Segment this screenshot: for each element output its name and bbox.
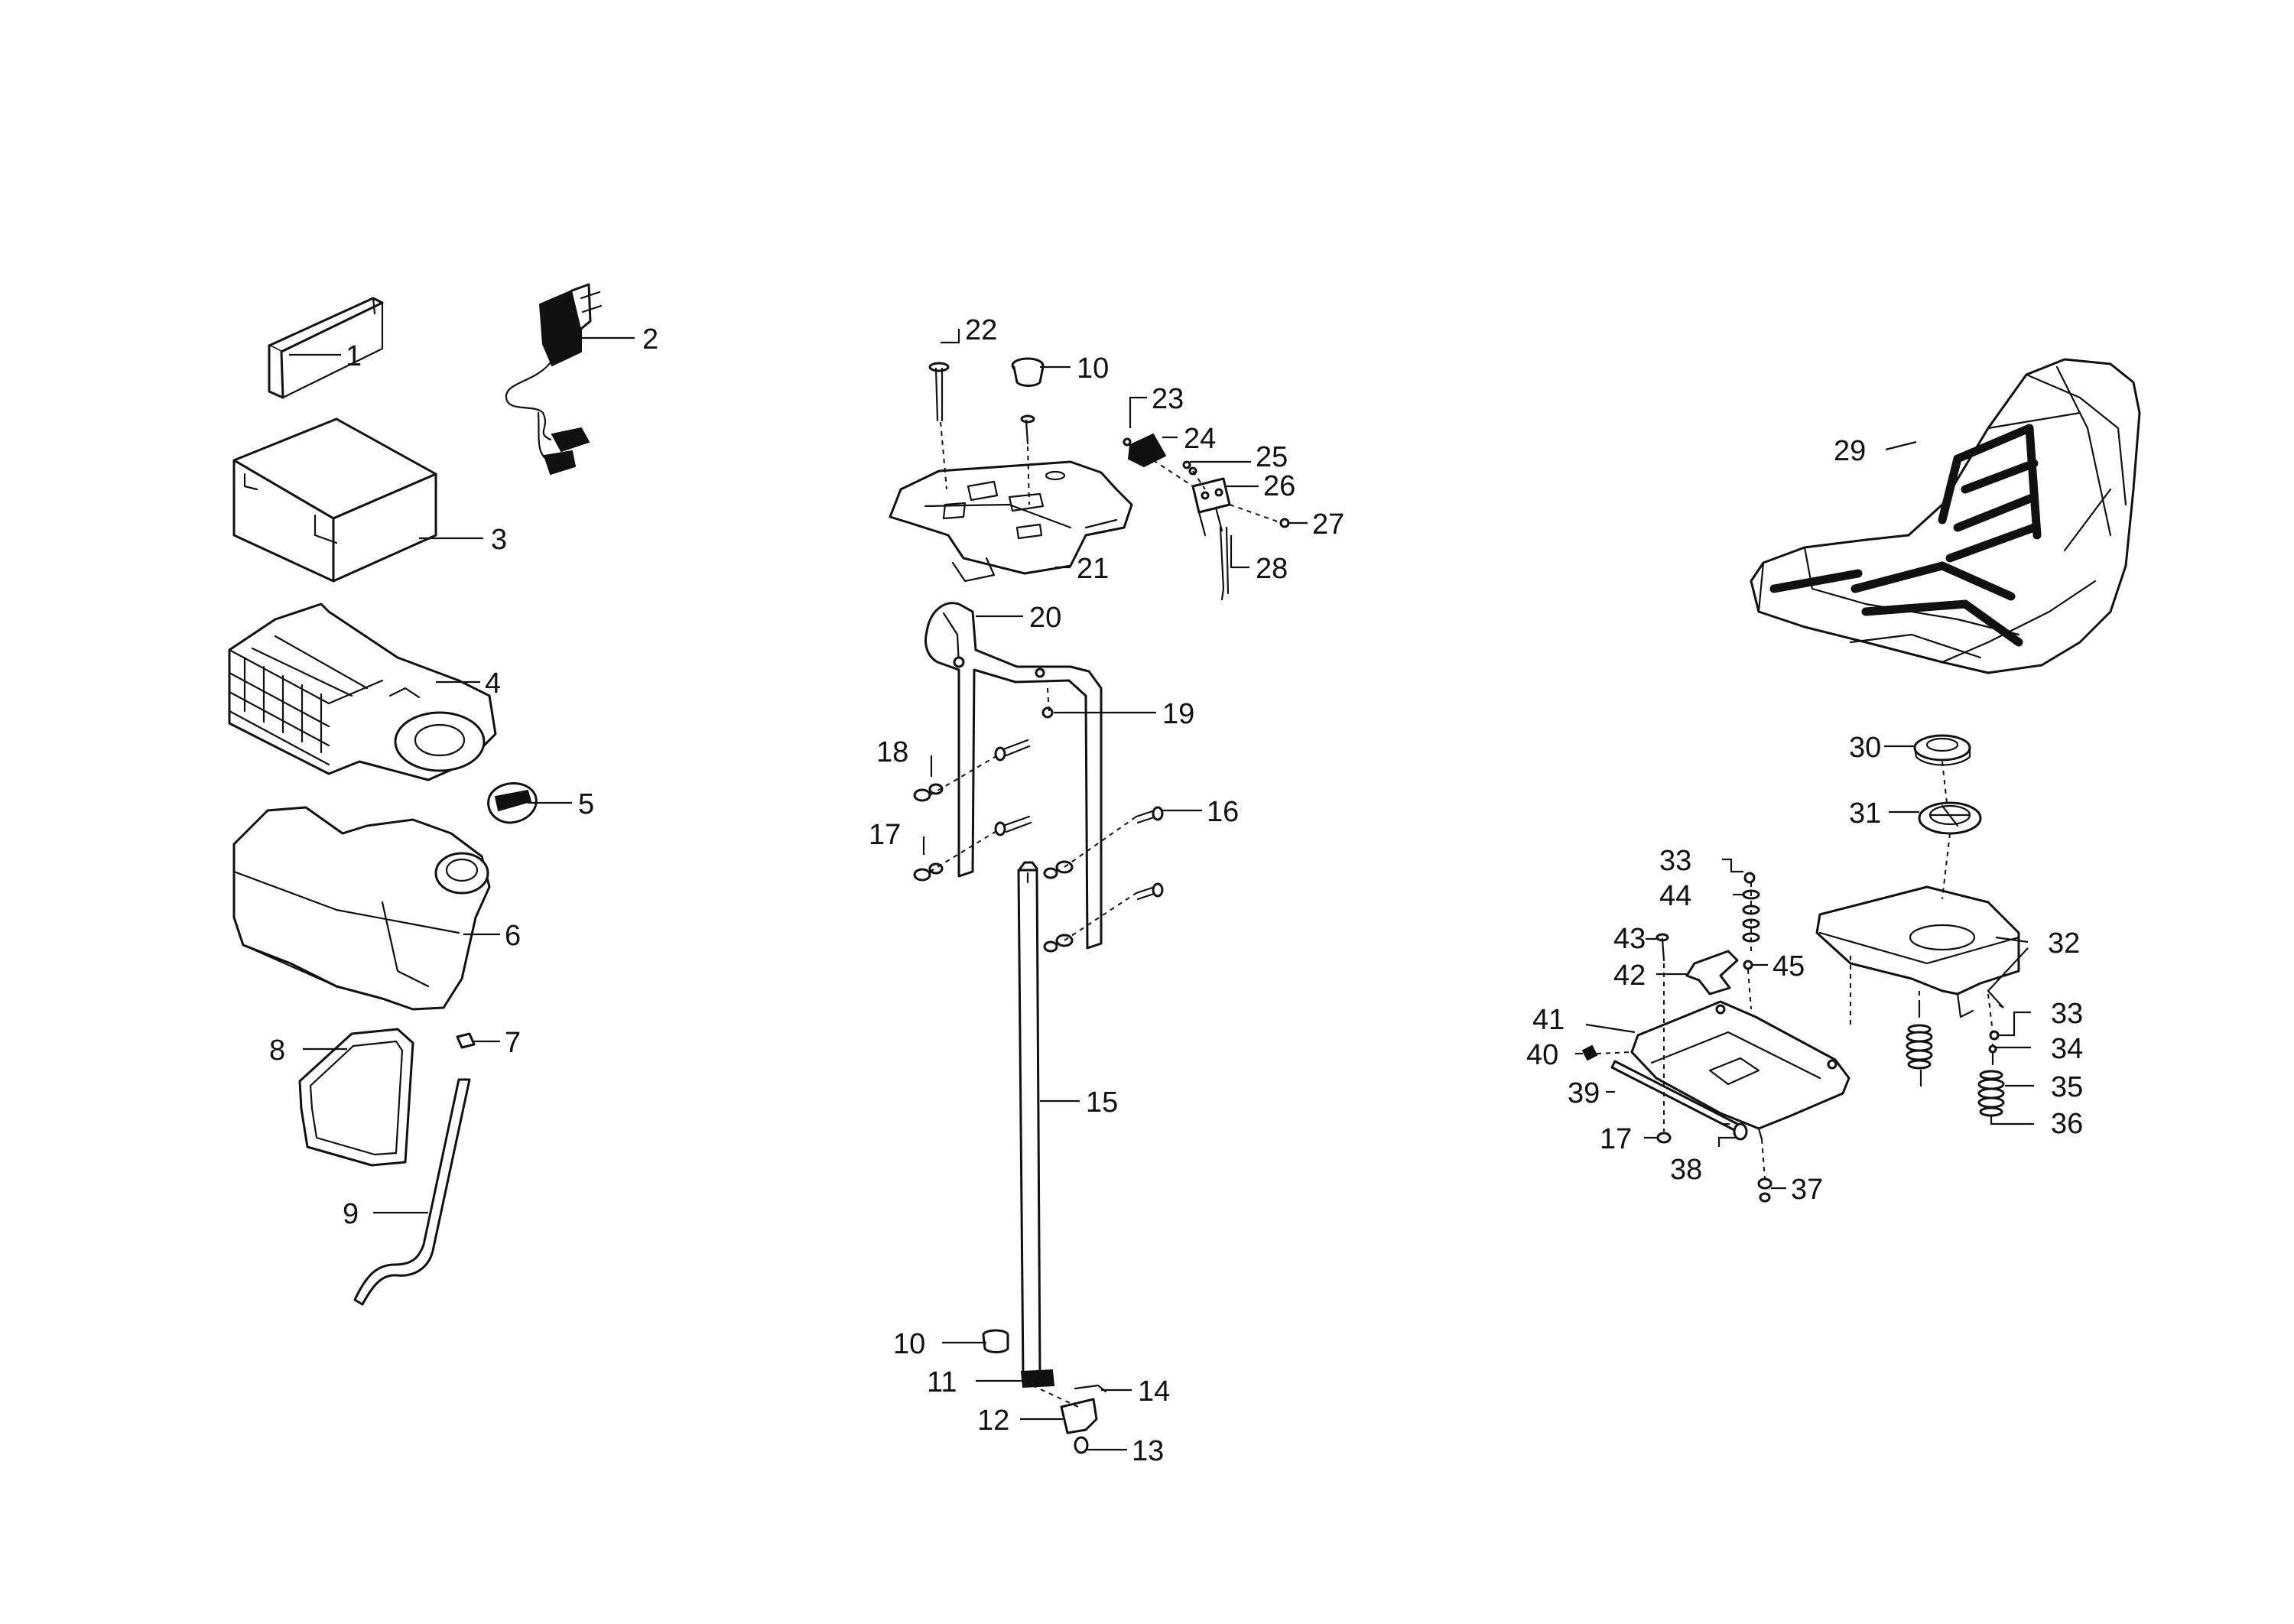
part-21-plate: [889, 460, 1133, 583]
part-9-hose: [353, 1078, 471, 1306]
callout-16: 16: [1207, 796, 1239, 828]
callout-6: 6: [505, 920, 521, 952]
callout-27: 27: [1312, 508, 1344, 541]
assembly-lines-middle: [929, 421, 1282, 1408]
part-35-spring-left: [1906, 1000, 1933, 1087]
callout-26: 26: [1263, 470, 1295, 502]
part-34-bolt: [1988, 1043, 1997, 1066]
callout-9: 9: [343, 1198, 359, 1230]
callout-25: 25: [1256, 441, 1288, 473]
part-41-base-frame: [1630, 1000, 1850, 1141]
part-44-washers: [1742, 889, 1760, 943]
part-38-pin: [1733, 1122, 1748, 1141]
callout-21: 21: [1077, 553, 1109, 585]
part-26-bracket: [1191, 477, 1231, 537]
part-1-bracket: [268, 297, 384, 399]
callout-38: 38: [1670, 1154, 1702, 1186]
callout-14: 14: [1138, 1376, 1170, 1408]
callout-12: 12: [977, 1405, 1009, 1437]
callout-18: 18: [876, 736, 908, 768]
part-29-seat: [1750, 358, 2141, 674]
callout-2: 2: [642, 323, 658, 356]
part-5-cap: [487, 782, 538, 824]
callout-42: 42: [1613, 960, 1646, 992]
callout-40: 40: [1526, 1039, 1558, 1071]
part-27-nut: [1279, 518, 1290, 528]
callout-8: 8: [269, 1034, 285, 1067]
callout-33-right: 33: [2051, 998, 2083, 1030]
part-4-battery-tray: [228, 603, 497, 781]
callout-17-left: 17: [869, 819, 901, 851]
part-10-bushing-bottom: [982, 1329, 1009, 1353]
part-15-tube: [1017, 861, 1041, 1378]
callout-10-bottom: 10: [893, 1328, 925, 1360]
part-35-spring-right: [1977, 1070, 2005, 1117]
callout-labels: 1 2 3 4 5 6 7 8 9 10 10 11 12 13 14 15 1…: [269, 314, 2083, 1467]
callout-30: 30: [1849, 732, 1881, 764]
callout-11: 11: [927, 1366, 957, 1398]
part-23-screw: [1123, 437, 1132, 447]
part-28-switch: [1219, 526, 1230, 601]
callout-32: 32: [2048, 927, 2080, 960]
part-24-switch-cap: [1127, 433, 1167, 468]
callout-29: 29: [1834, 435, 1866, 467]
callout-35: 35: [2051, 1071, 2083, 1103]
callout-7: 7: [505, 1027, 521, 1059]
callout-13: 13: [1132, 1435, 1164, 1467]
part-11-gear: [1020, 1369, 1055, 1389]
part-31-damper: [1918, 801, 1982, 835]
callout-15: 15: [1086, 1086, 1118, 1119]
callout-22: 22: [965, 314, 997, 346]
callout-1: 1: [346, 340, 362, 372]
callout-10-top: 10: [1077, 352, 1109, 385]
assembly-lines-right: [1596, 761, 1993, 1180]
part-43-bolt: [1656, 933, 1669, 962]
part-32-seat-plate: [1815, 885, 2020, 1018]
part-40-clip: [1581, 1044, 1598, 1061]
part-22-bolt: [928, 362, 950, 422]
callout-31: 31: [1849, 797, 1881, 830]
callout-28: 28: [1256, 553, 1288, 585]
callout-37: 37: [1791, 1174, 1823, 1206]
part-45-screw: [1743, 960, 1753, 970]
callout-4: 4: [485, 667, 501, 700]
callout-24: 24: [1184, 423, 1216, 455]
part-7-plug: [456, 1032, 476, 1049]
part-37-nut: [1757, 1177, 1772, 1203]
callout-39: 39: [1568, 1077, 1600, 1109]
leader-lines: [289, 329, 2034, 1451]
callout-5: 5: [578, 788, 594, 820]
part-13-screw: [1074, 1436, 1089, 1454]
part-16-bolts: [1043, 806, 1164, 953]
part-17-nut-right: [1656, 1132, 1672, 1144]
callout-44: 44: [1659, 880, 1691, 912]
callout-19: 19: [1162, 698, 1194, 730]
part-8-gasket: [298, 1028, 414, 1167]
callout-43: 43: [1613, 923, 1646, 955]
part-3-battery: [232, 417, 437, 583]
callout-41: 41: [1532, 1004, 1565, 1036]
callout-34: 34: [2051, 1033, 2083, 1065]
part-10-grommet-top: [1011, 357, 1045, 387]
part-25-screw: [1182, 460, 1197, 476]
part-30-pad: [1913, 734, 1971, 766]
callout-17-right: 17: [1600, 1123, 1632, 1155]
part-20-frame: [924, 602, 1103, 950]
part-21-bolt: [1020, 414, 1035, 445]
part-19-bolt: [1041, 706, 1054, 719]
callout-3: 3: [491, 524, 507, 556]
callout-36: 36: [2051, 1108, 2083, 1140]
callout-33-top: 33: [1659, 845, 1691, 877]
part-42-bracket: [1685, 950, 1739, 996]
part-12-bracket: [1060, 1398, 1098, 1434]
callout-45: 45: [1772, 950, 1805, 983]
part-2-charger: [505, 283, 603, 476]
part-6-tank: [232, 806, 491, 1011]
callout-23: 23: [1152, 383, 1184, 415]
callout-20: 20: [1029, 602, 1061, 634]
